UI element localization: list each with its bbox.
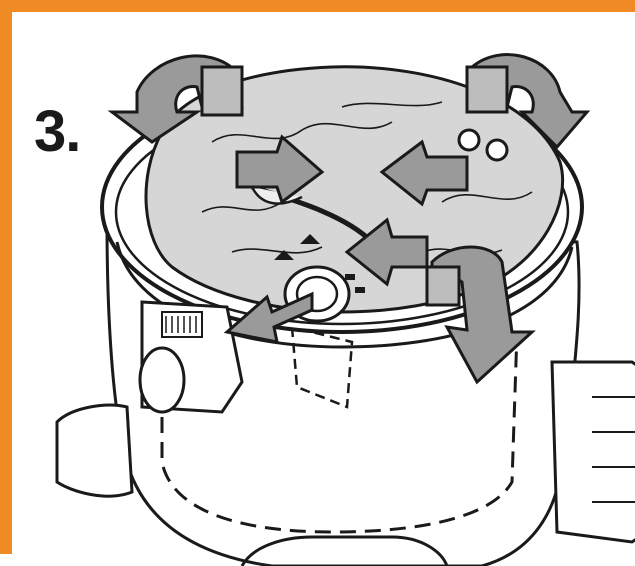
left-latch bbox=[138, 300, 244, 414]
insert-arrow-down-icon bbox=[425, 245, 536, 385]
bag-hole-2 bbox=[485, 138, 509, 162]
fold-arrow-right-icon bbox=[379, 139, 469, 207]
clip-release-arrow-left-icon bbox=[107, 54, 244, 144]
bag-outline-dashed bbox=[160, 331, 519, 534]
up-indicator-icon bbox=[274, 234, 365, 293]
bag-hole-1 bbox=[457, 128, 481, 152]
clip-release-arrow-right-icon bbox=[465, 53, 591, 150]
pull-out-arrow-icon bbox=[223, 291, 314, 344]
step-number: 3. bbox=[34, 99, 81, 164]
cartridge-outline-dashed bbox=[290, 325, 354, 409]
vacuum-illustration bbox=[55, 53, 635, 566]
fold-arrow-lower-icon bbox=[344, 217, 429, 287]
fold-arrow-left-icon bbox=[235, 134, 325, 205]
bag-tab bbox=[250, 186, 303, 205]
